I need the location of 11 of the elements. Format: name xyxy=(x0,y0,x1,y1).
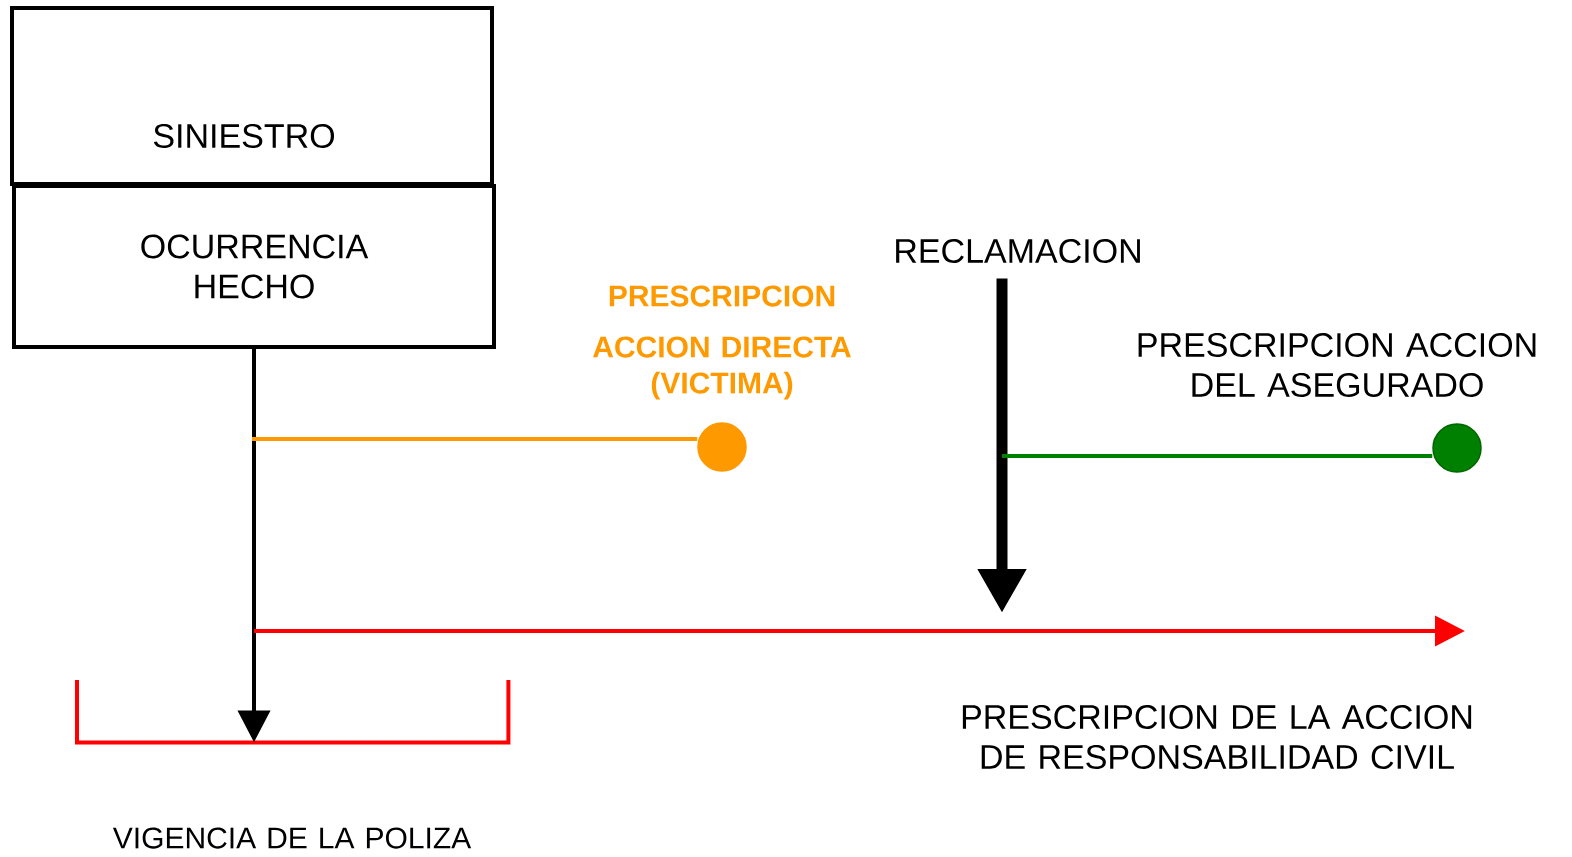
bracket xyxy=(75,680,511,745)
annotation-text: PRESCRIPCION DE LA ACCION DE RESPONSABILIDAD CIVIL xyxy=(962,704,1472,770)
text-box: SINIESTRO xyxy=(10,6,494,186)
annotation-text: ACCION DIRECTA (VICTIMA) xyxy=(593,336,851,400)
label-text: RECLAMACION xyxy=(896,238,1140,264)
annotation-text: PRESCRIPCION xyxy=(609,285,835,307)
text-box: OCURRENCIA HECHO xyxy=(12,184,496,349)
annotation-text: PRESCRIPCION ACCION DEL ASEGURADO xyxy=(1138,332,1536,398)
end-dot xyxy=(697,422,747,472)
end-dot xyxy=(1432,423,1482,473)
annotation-text: VIGENCIA DE LA POLIZA xyxy=(112,827,472,849)
